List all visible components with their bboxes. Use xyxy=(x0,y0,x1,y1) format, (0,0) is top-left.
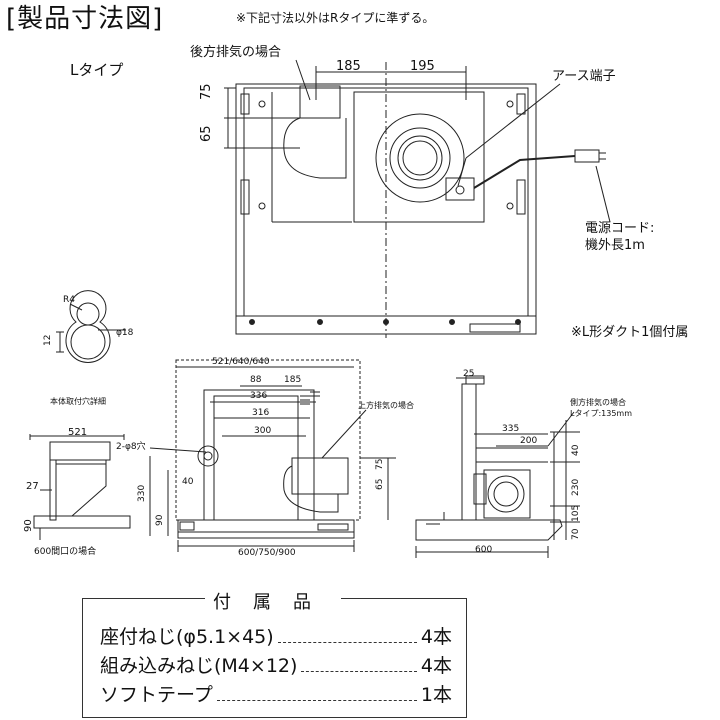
dim-300: 300 xyxy=(254,426,272,436)
earth-terminal-label: アース端子 xyxy=(552,69,616,84)
accessory-qty: 1本 xyxy=(420,684,452,706)
leader-dashes xyxy=(301,651,417,672)
dim-width-bottom: 600/750/900 xyxy=(238,548,296,558)
top-note: ※下記寸法以外はRタイプに準ずる。 xyxy=(236,11,435,25)
dim-40-side: 40 xyxy=(571,444,581,456)
accessories-heading: 付属品 xyxy=(205,594,341,612)
dim-88: 88 xyxy=(250,375,262,385)
power-cord-label: 電源コード: xyxy=(585,221,655,236)
top-view-outline xyxy=(224,59,611,338)
dim-65-top: 65 xyxy=(199,125,214,142)
accessory-row: 組み込みねじ(M4×12) 4本 xyxy=(100,651,452,678)
accessory-row: ソフトテープ 1本 xyxy=(100,680,452,707)
side-exhaust-sub: Lタイプ:135mm xyxy=(570,409,633,418)
side-exhaust-label: 側方排気の場合 xyxy=(570,398,626,407)
accessory-name: 組み込みねじ(M4×12) xyxy=(100,655,298,677)
hole-detail-drawing xyxy=(56,290,126,363)
top-exhaust-label: 上方排気の場合 xyxy=(358,401,414,410)
r4-label: R4 xyxy=(63,295,75,305)
dim-230: 230 xyxy=(571,478,581,496)
side-view-drawing xyxy=(415,375,580,558)
dim-336: 336 xyxy=(250,391,268,401)
dim-185: 185 xyxy=(336,59,361,74)
dim-90-small: 90 xyxy=(23,519,34,532)
dim-200: 200 xyxy=(520,436,538,446)
dim-600-side: 600 xyxy=(475,545,493,555)
dim-width-top: 521/640/640 xyxy=(212,357,270,367)
dim-185-front: 185 xyxy=(284,375,302,385)
dim-12: 12 xyxy=(43,334,53,346)
dim-90-front: 90 xyxy=(155,514,165,526)
front-view-drawing xyxy=(149,359,396,552)
rear-exhaust-label: 後方排気の場合 xyxy=(190,45,282,60)
dim-521-small: 521 xyxy=(68,427,88,438)
dim-75-top: 75 xyxy=(199,83,214,100)
dim-330: 330 xyxy=(137,484,147,502)
dim-70: 70 xyxy=(571,528,581,540)
duct-note: ※L形ダクト1個付属 xyxy=(571,325,689,340)
side-small-caption: 600間口の場合 xyxy=(34,547,97,557)
dim-25: 25 xyxy=(463,369,475,379)
accessory-name: 座付ねじ(φ5.1×45) xyxy=(100,626,274,648)
dim-195: 195 xyxy=(410,59,435,74)
hole-detail-caption: 本体取付穴詳細 xyxy=(50,397,106,406)
dim-335: 335 xyxy=(502,424,520,434)
dim-75-front: 75 xyxy=(375,458,385,470)
leader-dashes xyxy=(216,680,417,701)
page-title: [製品寸法図] xyxy=(6,4,164,34)
accessory-qty: 4本 xyxy=(420,655,452,677)
type-label: Lタイプ xyxy=(70,61,124,79)
power-cord-length: 機外長1m xyxy=(585,238,645,253)
hole-2-phi8-label: 2-φ8穴 xyxy=(116,442,146,452)
dim-27: 27 xyxy=(26,481,39,492)
dim-40-front: 40 xyxy=(182,477,194,487)
accessory-qty: 4本 xyxy=(420,626,452,648)
phi18-label: φ18 xyxy=(116,328,134,338)
accessory-row: 座付ねじ(φ5.1×45) 4本 xyxy=(100,622,452,649)
side-small-drawing xyxy=(29,434,131,540)
dim-316: 316 xyxy=(252,408,270,418)
accessory-name: ソフトテープ xyxy=(100,684,213,706)
leader-dashes xyxy=(277,622,417,643)
dim-105: 105 xyxy=(571,504,581,522)
dim-65-front: 65 xyxy=(375,478,385,490)
